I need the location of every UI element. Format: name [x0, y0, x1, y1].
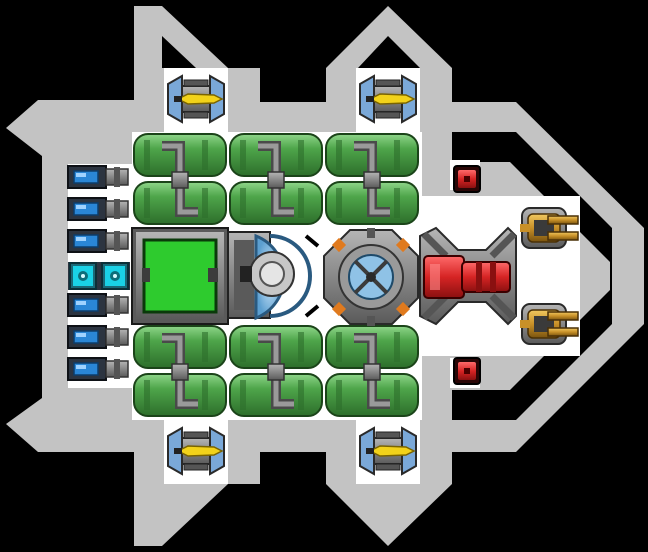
missile-launcher-icon[interactable] [167, 427, 225, 475]
sensor-icon[interactable] [453, 357, 481, 385]
sensor-icon[interactable] [453, 165, 481, 193]
console-icon[interactable] [131, 227, 229, 325]
gyroscope-icon[interactable] [323, 228, 419, 326]
missile-launcher-icon[interactable] [359, 427, 417, 475]
reactor-icon[interactable] [419, 226, 517, 326]
hull-void-top [162, 36, 612, 420]
battery-icon[interactable] [68, 262, 130, 290]
missile-launcher-icon[interactable] [167, 75, 225, 123]
shield-icon[interactable] [227, 231, 320, 321]
thruster-icon[interactable] [56, 164, 129, 381]
missile-launcher-icon[interactable] [359, 75, 417, 123]
